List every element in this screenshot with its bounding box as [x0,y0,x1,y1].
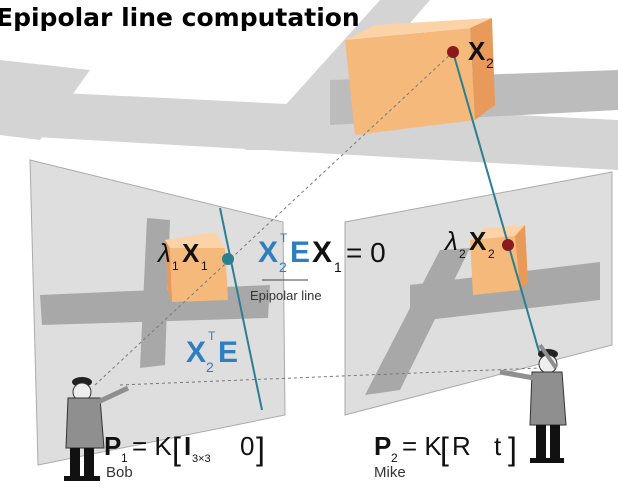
svg-text:X: X [186,336,206,369]
svg-text:2: 2 [459,247,466,261]
point-x2-right [502,239,514,251]
point-x1-left [222,253,234,265]
svg-text:= 0: = 0 [346,237,386,268]
svg-text:2: 2 [488,247,495,261]
svg-text:1: 1 [201,259,208,273]
right-plane-shadow [365,248,600,395]
svg-text:[: [ [440,431,449,467]
left-box [165,232,228,302]
camera-name-mike: Mike [374,464,406,481]
bob-figure [64,377,130,481]
svg-text:X: X [312,236,332,269]
svg-text:X: X [469,226,487,256]
top-box [345,18,495,135]
svg-text:X: X [468,36,486,66]
svg-text:I: I [184,431,191,461]
svg-text:]: ] [256,431,265,467]
teal-lines [219,51,541,411]
camera-matrix-left: P 1 = K [ I 3×3 0 ] Bob [104,431,265,481]
svg-text:]: ] [508,431,517,467]
svg-text:0: 0 [240,431,254,461]
svg-text:1: 1 [172,259,179,273]
svg-text:1: 1 [334,259,342,275]
label-lambda2-x2: λ 2 X 2 [443,226,495,261]
svg-text:X: X [258,236,278,269]
svg-text:2: 2 [486,55,494,71]
svg-text:1: 1 [121,451,128,465]
mike-figure [499,343,567,463]
epipolar-line-caption: Epipolar line [250,288,322,303]
epipolar-line [219,207,263,411]
epipolar-constraint: X T 2 E X 1 = 0 [258,231,386,275]
svg-text:E: E [290,236,310,269]
svg-text:2: 2 [391,451,398,465]
point-x2-top [447,46,459,58]
svg-text:λ: λ [156,238,171,268]
svg-text:X: X [182,238,200,268]
svg-text:P: P [374,431,391,461]
svg-text:E: E [218,336,238,369]
svg-text:λ: λ [443,226,458,256]
line-equation-label: X T 2 E [186,329,238,375]
dashed-rays [94,51,541,386]
label-x2-top: X 2 [468,36,494,71]
svg-text:2: 2 [279,259,287,275]
svg-text:[: [ [172,431,181,467]
svg-text:t: t [494,431,502,461]
svg-text:T: T [280,231,288,245]
label-lambda1-x1: λ 1 X 1 [156,238,208,273]
svg-text:= K: = K [132,431,172,461]
svg-text:R: R [452,431,471,461]
svg-text:T: T [208,329,216,343]
svg-text:3×3: 3×3 [192,453,211,465]
projection-ray [452,51,541,356]
svg-text:P: P [104,431,121,461]
svg-text:2: 2 [206,359,214,375]
camera-name-bob: Bob [106,464,133,481]
diagram-title: Epipolar line computation [0,3,360,32]
svg-text:= K: = K [402,431,442,461]
camera-matrix-right: P 2 = K [ R t ] Mike [374,431,517,481]
